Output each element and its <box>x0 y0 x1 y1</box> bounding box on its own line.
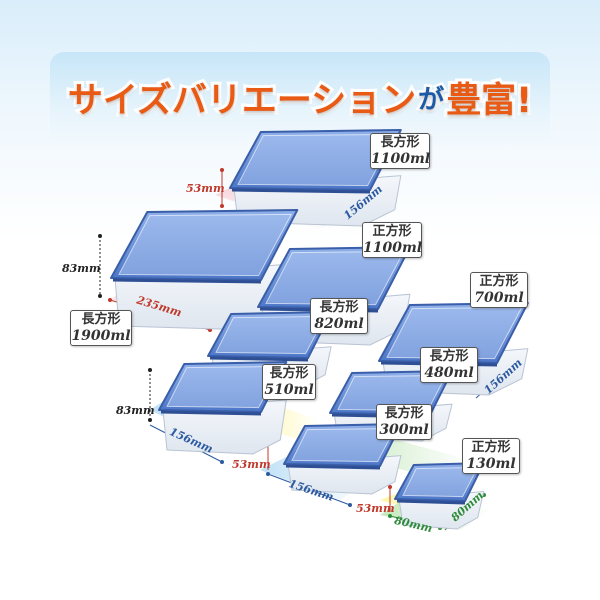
container-rect-510 <box>158 361 288 455</box>
container-lid-rim <box>231 188 371 194</box>
dim-83-mid: 83mm <box>116 404 155 417</box>
container-rect-small <box>394 462 485 530</box>
container-rect-1100 <box>229 129 402 227</box>
headline-tail: 豊富! <box>443 78 535 124</box>
container-lid-rim <box>160 410 262 416</box>
headline-main: サイズバリエーション <box>65 78 419 124</box>
headline-particle: が <box>416 82 447 117</box>
dim-53-bottom: 53mm <box>356 502 395 515</box>
container-lid-rim <box>396 499 466 505</box>
dim-53-mid: 53mm <box>232 458 271 471</box>
dim-53-top: 53mm <box>186 182 225 195</box>
container-lid-rim <box>285 464 381 470</box>
dim-83-top: 83mm <box>62 262 101 275</box>
container-rect-1900 <box>110 209 299 331</box>
container-lid-rim <box>112 278 262 284</box>
title-band <box>50 52 550 144</box>
headline: サイズバリエーション が 豊富! <box>50 62 550 132</box>
container-lid-panel <box>118 213 293 277</box>
container-square-130 <box>283 423 402 495</box>
container-lid-panel <box>215 315 326 355</box>
container-lid-rim <box>209 356 309 362</box>
